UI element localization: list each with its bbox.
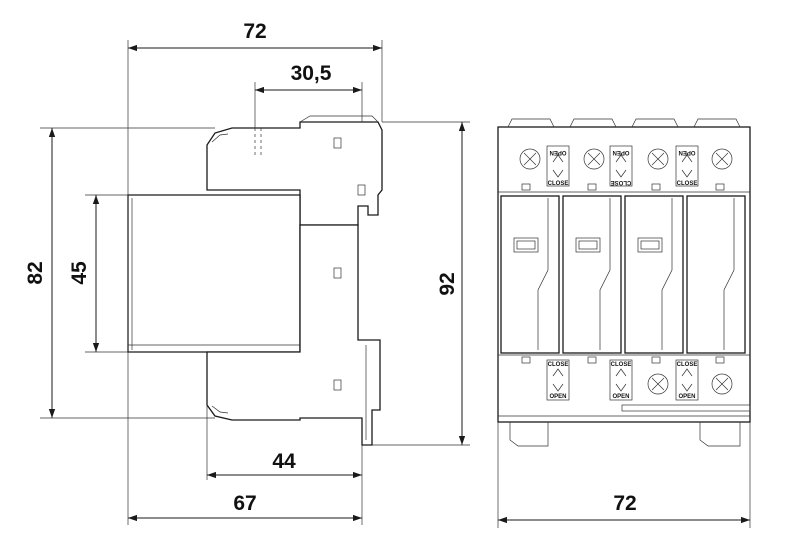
switch-label-close: CLOSE [548,362,569,368]
dim-bottom-inner: 44 [272,450,296,473]
front-view [497,118,751,447]
switch-label-close: CLOSE [548,181,569,187]
dim-front-width: 72 [613,492,636,515]
side-view [127,115,383,446]
dimension-lines-front [497,422,751,528]
switch-label-open: OPEN [549,394,566,400]
switch-label-open: OPEN [612,149,629,155]
switch-label-close: CLOSE [677,181,698,187]
dim-bottom-depth: 67 [233,492,256,515]
switch-label-open: OPEN [612,394,629,400]
dim-left-height: 82 [24,261,47,284]
switch-labels: OPEN CLOSE OPEN CLOSE OPEN CLOSE CLOSE O… [548,149,698,400]
switch-label-close: CLOSE [677,362,698,368]
dimension-lines-side [48,44,466,522]
switch-label-open: OPEN [678,394,695,400]
switch-label-close: CLOSE [611,362,632,368]
dim-right-height: 92 [436,272,459,295]
switch-label-open: OPEN [678,149,695,155]
dim-inner-height: 45 [68,261,91,285]
switch-label-open: OPEN [549,149,566,155]
switch-label-close: CLOSE [611,179,632,185]
dim-top-width: 72 [243,20,266,43]
dim-top-offset: 30,5 [291,62,332,85]
